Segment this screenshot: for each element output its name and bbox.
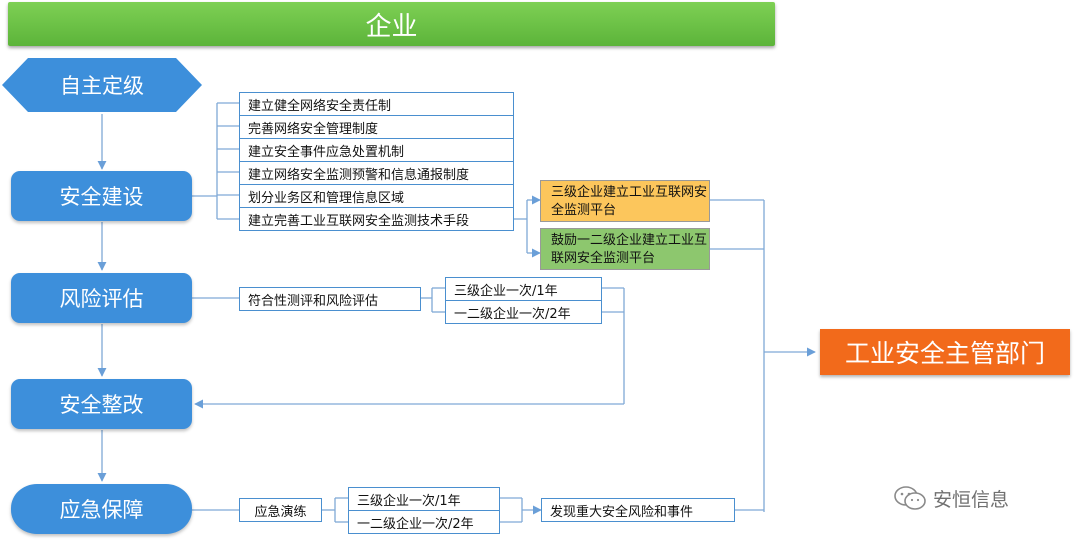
stage-security-construction: 安全建设 <box>11 171 192 221</box>
level3-platform-note: 三级企业建立工业互联网安全监测平台 <box>540 180 710 222</box>
level12-platform-note: 鼓励一二级企业建立工业互联网安全监测平台 <box>540 228 710 270</box>
construction-item: 完善网络安全管理制度 <box>239 115 514 139</box>
industrial-security-authority: 工业安全主管部门 <box>820 329 1070 375</box>
drill-frequency-level3: 三级企业一次/1年 <box>348 487 500 511</box>
wechat-icon <box>894 486 926 510</box>
enterprise-banner: 企业 <box>8 2 775 46</box>
construction-item: 建立健全网络安全责任制 <box>239 92 514 116</box>
watermark-text: 安恒信息 <box>933 488 1010 511</box>
construction-item: 建立网络安全监测预警和信息通报制度 <box>239 161 514 185</box>
stage-emergency-support: 应急保障 <box>11 484 192 534</box>
construction-item: 划分业务区和管理信息区域 <box>239 184 514 208</box>
major-risk-discovery-box: 发现重大安全风险和事件 <box>541 498 735 522</box>
stage-risk-assessment: 风险评估 <box>11 273 192 323</box>
risk-frequency-level12: 一二级企业一次/2年 <box>445 300 602 324</box>
stage-security-rectification: 安全整改 <box>11 379 192 429</box>
stage-self-grading: 自主定级 <box>2 58 202 112</box>
drill-frequency-level12: 一二级企业一次/2年 <box>348 510 500 534</box>
compliance-assessment-box: 符合性测评和风险评估 <box>239 287 421 311</box>
emergency-drill-box: 应急演练 <box>239 498 322 522</box>
construction-item: 建立完善工业互联网安全监测技术手段 <box>239 207 514 231</box>
construction-item: 建立安全事件应急处置机制 <box>239 138 514 162</box>
risk-frequency-level3: 三级企业一次/1年 <box>445 277 602 301</box>
watermark: 安恒信息 <box>893 484 1009 512</box>
